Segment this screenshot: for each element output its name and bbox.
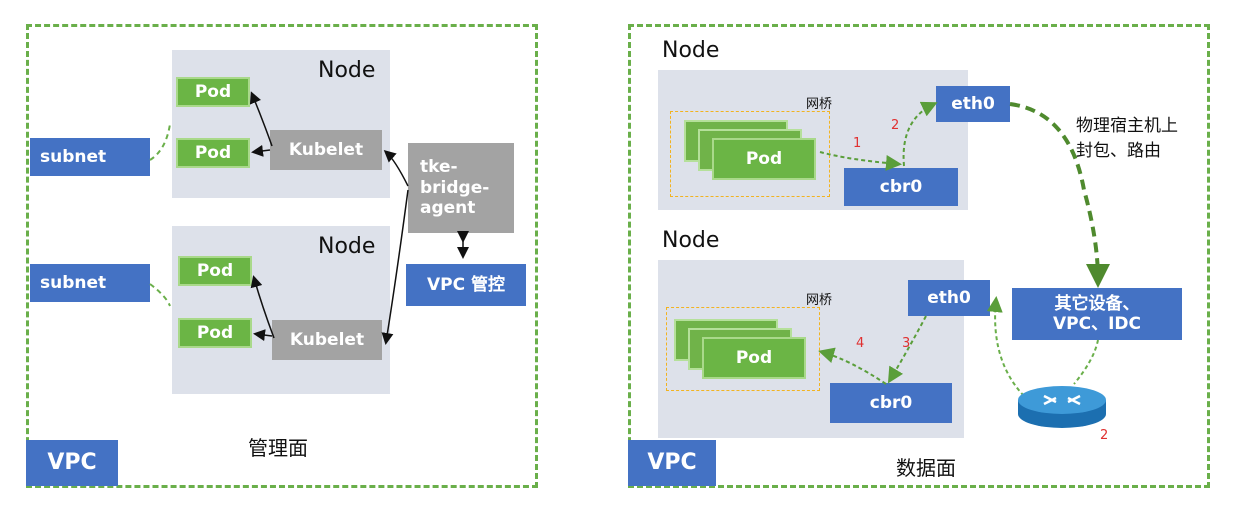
kubelet-bottom-to-pod2 bbox=[253, 329, 273, 342]
other-devices-line-1: 其它设备、 bbox=[1054, 293, 1140, 314]
data-caption: 数据面 bbox=[896, 456, 956, 480]
data-node-bottom-pod: Pod bbox=[702, 337, 806, 379]
vpc-control: VPC 管控 bbox=[406, 264, 526, 306]
subnet-bottom-link bbox=[149, 283, 171, 307]
data-node-top-eth0: eth0 bbox=[936, 86, 1010, 122]
kubelet-bottom-to-pod1 bbox=[250, 275, 275, 339]
step-label-1: 1 bbox=[853, 136, 862, 151]
step-label-router: 2 bbox=[1100, 428, 1109, 443]
other-devices-box: 其它设备、 VPC、IDC bbox=[1012, 288, 1182, 340]
flow-other-to-router bbox=[1073, 339, 1099, 385]
mgmt-node-bottom-kubelet: Kubelet bbox=[272, 320, 382, 360]
mgmt-node-top-title: Node bbox=[318, 58, 376, 83]
data-node-top-pod: Pod bbox=[712, 138, 816, 180]
kubelet-top-to-pod2 bbox=[251, 144, 271, 157]
data-vpc-label: VPC bbox=[628, 440, 716, 486]
mgmt-node-top-pod-1: Pod bbox=[176, 77, 250, 107]
step-label-2: 2 bbox=[891, 118, 900, 133]
subnet-bottom: subnet bbox=[30, 264, 150, 302]
kubelet-top-to-pod1 bbox=[249, 91, 273, 147]
mgmt-node-top bbox=[172, 50, 390, 198]
subnet-top-link bbox=[149, 123, 171, 161]
router-icon bbox=[1018, 386, 1106, 428]
step-label-3: 3 bbox=[902, 336, 911, 351]
data-node-top-title: Node bbox=[662, 38, 720, 63]
mgmt-node-bottom-pod-1: Pod bbox=[178, 256, 252, 286]
data-node-bottom-eth0: eth0 bbox=[908, 280, 990, 316]
data-node-bottom-cbr0: cbr0 bbox=[830, 383, 952, 423]
management-vpc-frame bbox=[26, 24, 538, 488]
data-node-top-bridge-label: 网桥 bbox=[806, 97, 833, 112]
flow-router-to-eth0 bbox=[986, 296, 1025, 397]
mgmt-node-bottom bbox=[172, 226, 390, 394]
mgmt-node-bottom-title: Node bbox=[318, 234, 376, 259]
mgmt-node-top-pod-2: Pod bbox=[176, 138, 250, 168]
host-encap-note-line-1: 物理宿主机上 bbox=[1076, 116, 1178, 136]
flow-cbr0-to-pod bbox=[818, 347, 887, 385]
mgmt-vpc-label: VPC bbox=[26, 440, 118, 486]
flow-eth0-to-other bbox=[1009, 102, 1110, 288]
host-encap-note: 物理宿主机上 封包、路由 bbox=[1076, 114, 1178, 163]
other-devices-line-2: VPC、IDC bbox=[1052, 314, 1141, 334]
step-label-4: 4 bbox=[856, 336, 865, 351]
data-node-bottom-bridge-label: 网桥 bbox=[806, 293, 833, 308]
mgmt-node-top-kubelet: Kubelet bbox=[270, 130, 382, 170]
agent-to-kubelet-bottom bbox=[381, 189, 409, 345]
flow-eth0-to-cbr0 bbox=[887, 315, 927, 384]
data-node-top-cbr0: cbr0 bbox=[844, 168, 958, 206]
data-node-bottom-title: Node bbox=[662, 228, 720, 253]
tke-bridge-agent: tke- bridge- agent bbox=[408, 143, 514, 233]
mgmt-caption: 管理面 bbox=[248, 436, 308, 460]
host-encap-note-line-2: 封包、路由 bbox=[1076, 140, 1161, 161]
subnet-top: subnet bbox=[30, 138, 150, 176]
flow-cbr0-to-eth0 bbox=[902, 101, 938, 167]
flow-pod-to-cbr0 bbox=[819, 151, 902, 171]
agent-to-kubelet-top bbox=[383, 150, 409, 187]
data-vpc-frame bbox=[628, 24, 1210, 488]
mgmt-node-bottom-pod-2: Pod bbox=[178, 318, 252, 348]
